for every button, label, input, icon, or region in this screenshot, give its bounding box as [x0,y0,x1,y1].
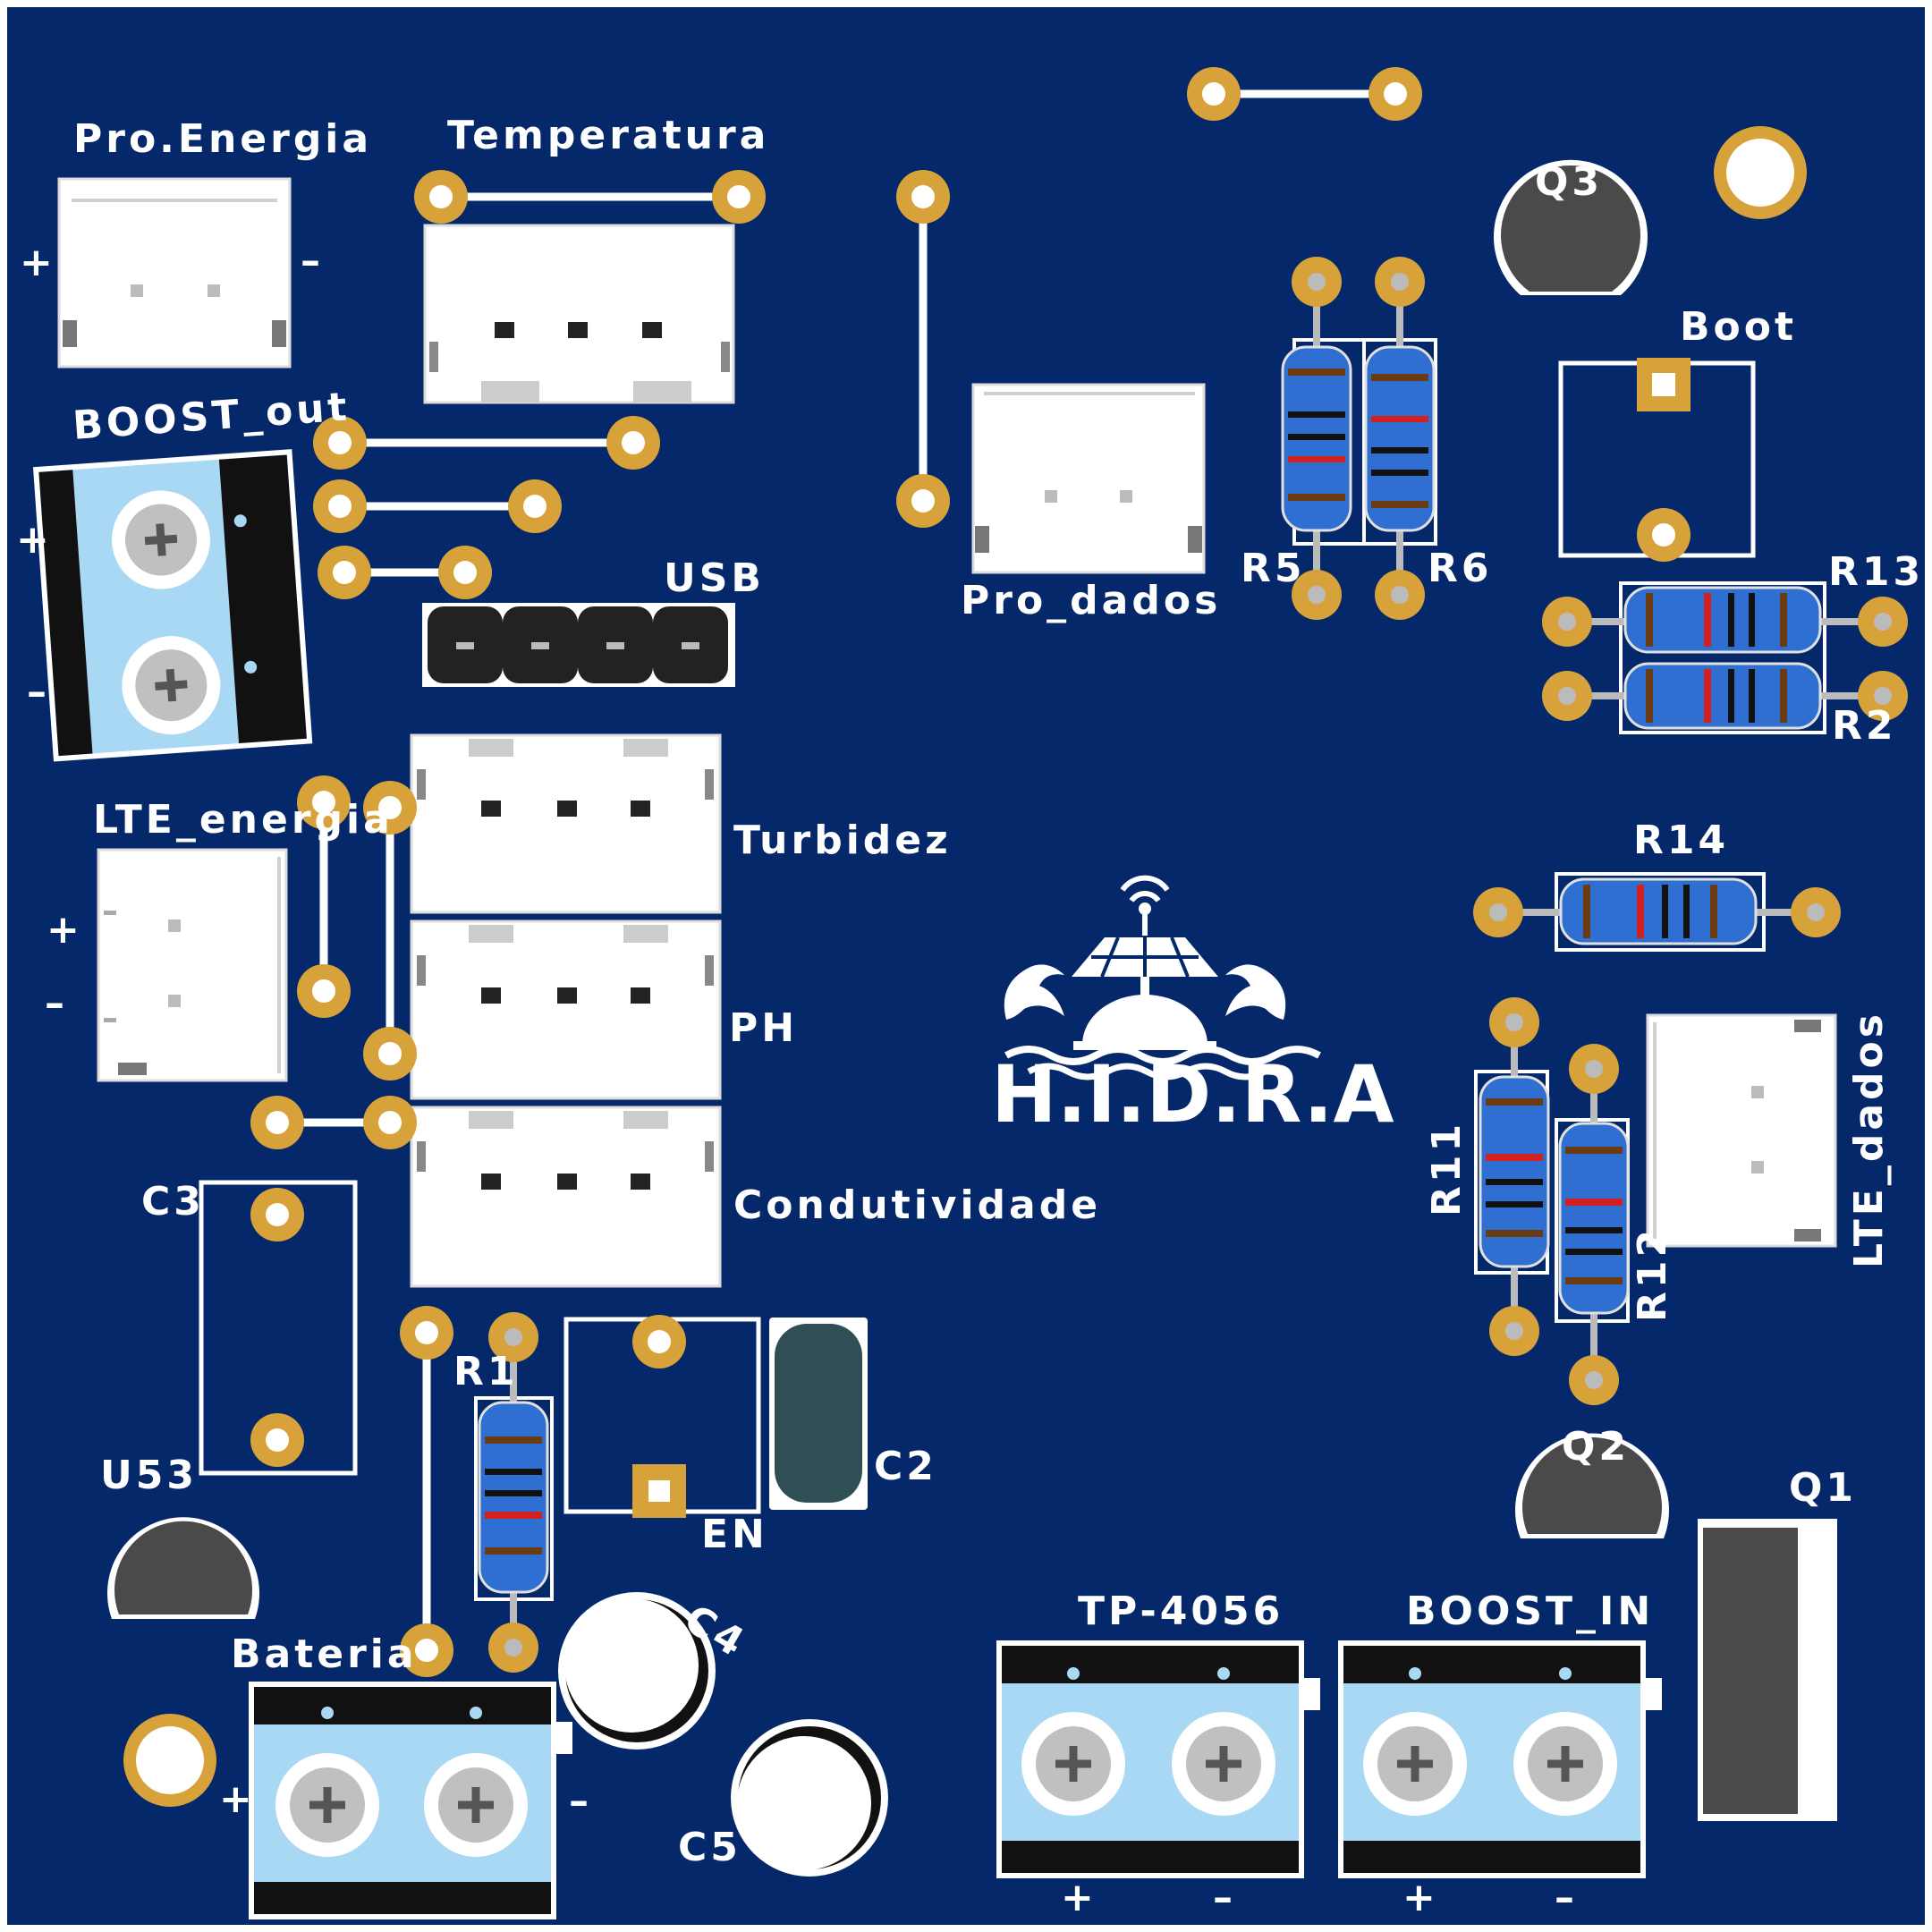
label-turbidez: Turbidez [733,818,952,863]
label-q2: Q2 [1562,1424,1631,1470]
transistors-capacitors [107,126,1837,1877]
label-lte-dados: LTE_dados [1846,1011,1892,1268]
label-r6: R6 [1428,546,1493,591]
hidra-logo-graphic [1004,875,1321,1080]
label-c2: C2 [874,1444,937,1489]
polarity-minus-bateria: – [569,1778,589,1824]
polarity-minus-boost-in: – [1555,1875,1574,1920]
label-en: EN [701,1512,768,1557]
polarity-plus-boost-in: + [1402,1875,1436,1920]
connectors [57,177,1837,1288]
label-c3: C3 [141,1179,205,1224]
hidra-logo-name: H.I.D.R.A [991,1048,1394,1140]
label-r14: R14 [1633,818,1730,863]
label-r12: R12 [1630,1225,1675,1322]
polarity-plus-bateria: + [219,1776,252,1822]
label-condutividade: Condutividade [733,1182,1102,1228]
label-usb: USB [664,555,765,601]
label-q3: Q3 [1535,159,1604,205]
polarity-plus-tp-4056: + [1061,1875,1094,1920]
label-r1: R1 [453,1349,519,1394]
label-c5: C5 [678,1825,741,1870]
polarity-plus-pro-energia: + [20,240,53,285]
polarity-minus-pro-energia: – [301,238,320,284]
polarity-minus-tp-4056: – [1213,1875,1233,1920]
polarity-minus-lte-energia: – [45,980,64,1026]
label-boost-in: BOOST_IN [1406,1589,1655,1634]
label-r5: R5 [1241,546,1306,591]
label-pro-dados: Pro_dados [961,578,1222,623]
label-boot: Boot [1680,304,1798,350]
label-r2: R2 [1832,703,1897,749]
polarity-plus-boost-out: + [16,517,49,563]
label-tp-4056: TP-4056 [1078,1589,1284,1634]
label-pro-energia: Pro.Energia [73,116,373,162]
resistors [478,282,1883,1648]
label-ph: PH [729,1005,799,1051]
label-temperatura: Temperatura [447,113,770,158]
polarity-plus-lte-energia: + [47,907,80,953]
label-bateria: Bateria [231,1631,418,1677]
label-r13: R13 [1828,549,1925,595]
label-u53: U53 [100,1453,198,1498]
label-q1: Q1 [1789,1465,1858,1511]
label-lte-energia: LTE_energia [93,797,394,843]
terminal-blocks [32,449,1662,1919]
polarity-minus-boost-out: – [27,669,47,715]
label-r11: R11 [1424,1120,1470,1216]
